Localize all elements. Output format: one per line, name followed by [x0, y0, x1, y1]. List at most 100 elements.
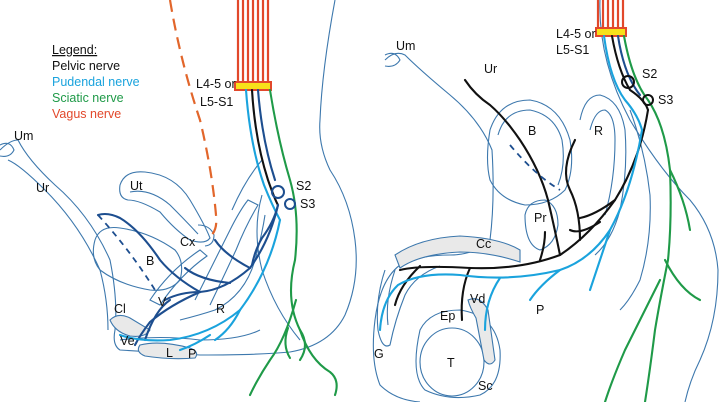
pudendal-branch-female-1: [118, 218, 282, 342]
label-ur-female: Ur: [36, 181, 49, 195]
sciatic-branch-female-1: [248, 298, 298, 397]
rectum-outer: [179, 214, 266, 321]
pudendal-branch-male-2: [528, 268, 562, 302]
legend-pelvic: Pelvic nerve: [52, 59, 120, 73]
pelvic-branch-female-2: [96, 212, 202, 294]
pudendal-branch-male-4: [588, 228, 612, 292]
prostate: [524, 199, 559, 251]
label-um-female: Um: [14, 129, 33, 143]
bladder: [92, 226, 183, 291]
male-panel: Um Ur B R S2 S3 Pr Cc Vd Ep P G T Sc L4-…: [372, 0, 719, 402]
pelvic-branch-male-2: [578, 198, 617, 220]
sciatic-trunk-male: [622, 34, 672, 402]
label-b-female: B: [146, 254, 154, 268]
umbilicus: [0, 142, 15, 157]
clitoris-area: [109, 314, 151, 337]
pelvic-branch-male-8: [538, 230, 547, 262]
label-p-female: P: [188, 347, 196, 361]
vagus-nerve-female: [168, 0, 218, 239]
label-ep: Ep: [440, 309, 455, 323]
male-umbilicus: [384, 52, 401, 67]
roots-label-line2-male: L5-S1: [556, 43, 589, 57]
roots-label-line2-female: L5-S1: [200, 95, 233, 109]
rectum: [194, 199, 259, 306]
s3-ring-female: [284, 198, 296, 210]
label-sc: Sc: [478, 379, 493, 393]
male-ureter-dashed: [509, 144, 561, 191]
penis-outline: [376, 265, 441, 347]
uterus-inner: [129, 190, 199, 235]
s2-ring-female: [271, 185, 285, 199]
label-cx: Cx: [180, 235, 196, 249]
vagina: [149, 249, 208, 306]
pelvic-branch-male-6: [460, 266, 472, 322]
pudendal-trunk-female: [244, 88, 282, 222]
male-bladder: [486, 99, 573, 206]
cervix: [197, 224, 215, 247]
male-back-outline: [599, 0, 719, 402]
legend: Legend: Pelvic nerve Pudendal nerve Scia…: [52, 43, 140, 121]
label-g: G: [374, 347, 384, 361]
epididymis: [467, 298, 496, 365]
sciatic-branch-male-3: [668, 168, 692, 232]
legend-pudendal: Pudendal nerve: [52, 75, 140, 89]
label-cl: Cl: [114, 302, 126, 316]
pelvic-branch-male-3: [568, 220, 602, 233]
female-inner-outline: [7, 159, 109, 331]
male-rectum: [579, 94, 627, 256]
label-s2-male: S2: [642, 67, 657, 81]
pudendal-branch-female-2: [213, 308, 242, 342]
label-vd: Vd: [470, 292, 485, 306]
testis: [419, 327, 485, 397]
label-ve: Ve: [120, 334, 135, 348]
s2-ring-male: [621, 75, 635, 89]
male-bladder-inner: [497, 109, 564, 186]
label-l: L: [166, 346, 173, 360]
spinal-roots-male: [596, 0, 625, 30]
pelvic-branch-female-6: [143, 298, 172, 342]
labia-area: [137, 342, 198, 360]
ureter-dashed-female: [97, 214, 156, 291]
label-um-male: Um: [396, 39, 415, 53]
roots-label-line1-female: L4-5 or: [196, 77, 236, 91]
pelvic-nerve-trunk-female: [250, 88, 280, 207]
sacrum-line-2: [231, 159, 263, 211]
navy-trunk-female: [256, 88, 277, 182]
stimulation-site-female: [234, 81, 272, 91]
roots-label-line1-male: L4-5 or: [556, 27, 596, 41]
sciatic-branch-female-2: [298, 328, 338, 397]
sciatic-branch-male-1: [603, 278, 662, 402]
label-s3-female: S3: [300, 197, 315, 211]
label-t: T: [447, 356, 455, 370]
pudendal-branch-male-3: [483, 276, 502, 332]
sacrum-line-1: [256, 194, 301, 341]
pudendal-branch-female-3: [178, 333, 212, 352]
pudendal-trunk-male: [602, 34, 644, 132]
label-ut: Ut: [130, 179, 143, 193]
pelvic-branch-female-3: [213, 238, 252, 270]
sciatic-branch-male-2: [663, 258, 702, 302]
pelvic-branch-male-7: [393, 264, 422, 307]
spinal-roots-female: [236, 0, 270, 85]
pelvic-branch-female-7: [250, 203, 280, 267]
sciatic-branch-female-3: [284, 326, 292, 360]
label-pr: Pr: [534, 211, 547, 225]
pudendal-branch-male-1: [378, 128, 644, 332]
label-v: V: [158, 295, 167, 309]
scrotum: [415, 309, 501, 399]
pelvic-branch-female-1: [163, 203, 280, 302]
legend-vagus: Vagus nerve: [52, 107, 121, 121]
pelvic-branch-female-4: [183, 266, 232, 285]
label-cc: Cc: [476, 237, 491, 251]
male-sacrum: [619, 109, 651, 311]
pelvic-branch-male-4: [463, 78, 562, 257]
navy-trunk-male: [616, 34, 642, 97]
male-rectum-inner: [589, 109, 616, 216]
sciatic-trunk-female: [268, 88, 307, 362]
label-ur-male: Ur: [484, 62, 497, 76]
uterus: [119, 171, 211, 243]
label-p-male: P: [536, 303, 544, 317]
label-r-male: R: [594, 124, 603, 138]
label-s2-female: S2: [296, 179, 311, 193]
